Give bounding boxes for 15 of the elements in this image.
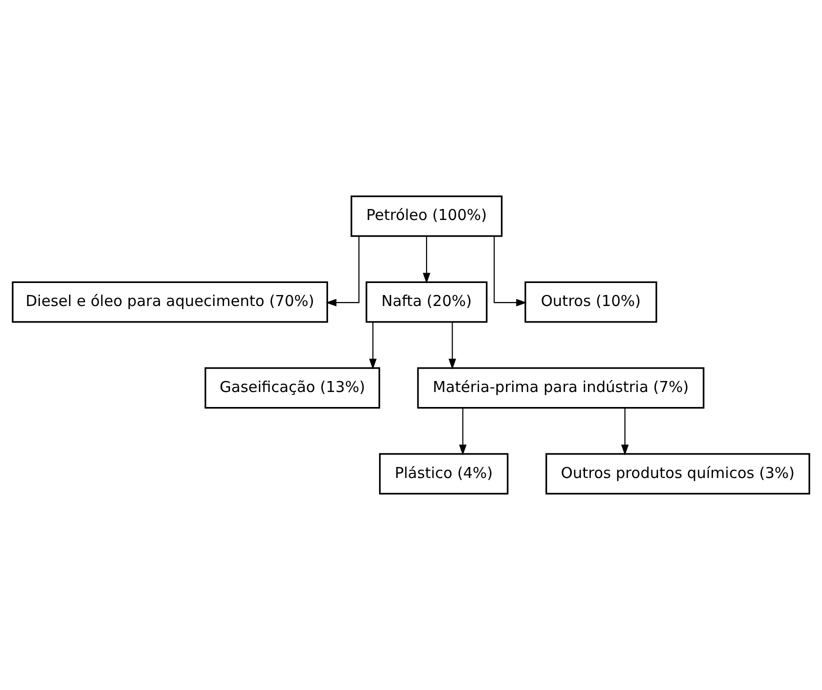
node-box: Plástico (4%)	[379, 453, 508, 494]
node-box: Diesel e óleo para aquecimento (70%)	[12, 281, 328, 323]
arrow	[621, 408, 629, 456]
node-box: Gaseificação (13%)	[204, 367, 380, 409]
node-box: Petróleo (100%)	[350, 195, 503, 237]
arrow	[326, 236, 360, 306]
node-box: Matéria-prima para indústria (7%)	[417, 367, 704, 409]
node-box: Nafta (20%)	[366, 281, 488, 323]
node-box: Outros (10%)	[524, 281, 658, 323]
arrow	[494, 236, 527, 306]
arrow	[459, 408, 467, 456]
node-box: Outros produtos químicos (3%)	[545, 453, 810, 494]
arrow	[369, 322, 377, 370]
arrow	[448, 322, 456, 370]
arrow	[422, 236, 430, 284]
